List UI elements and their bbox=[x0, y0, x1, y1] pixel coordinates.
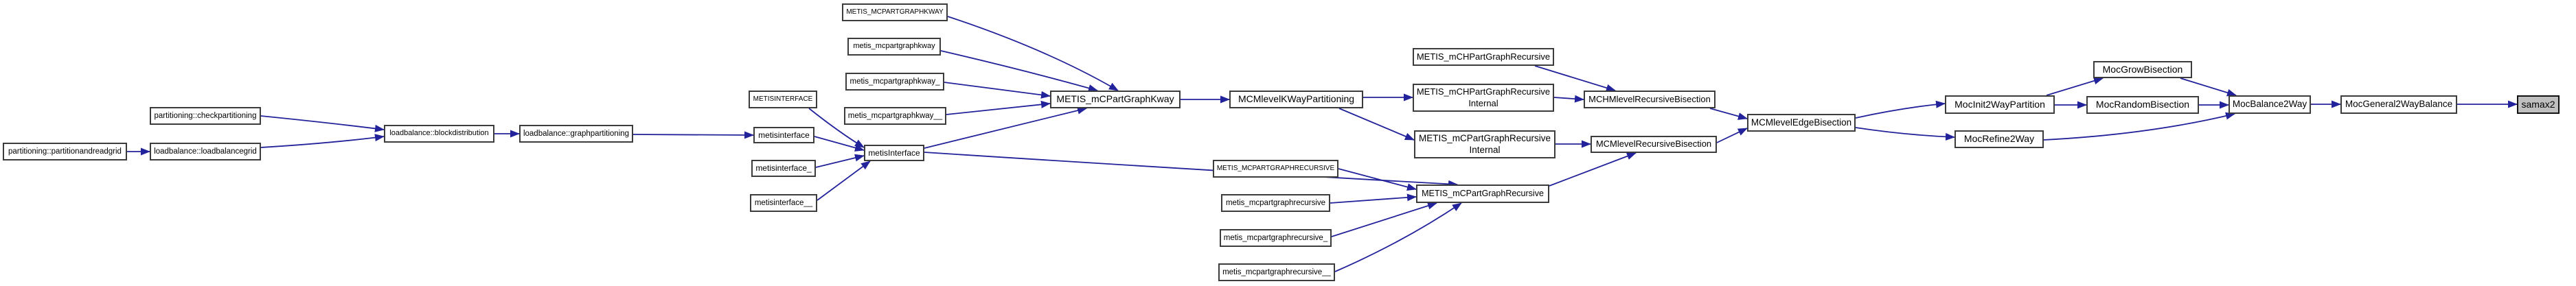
node-loadbalancegrid[interactable]: loadbalance::loadbalancegrid bbox=[150, 143, 261, 160]
edge-MCMlevelEdgeBisection-to-MocInit2WayPartition bbox=[1855, 100, 1946, 119]
node-label: MCHMlevelRecursiveBisection bbox=[1588, 93, 1711, 104]
node-label: loadbalance::blockdistribution bbox=[389, 129, 489, 138]
node-label: METIS_mCPartGraphRecursive bbox=[1418, 132, 1551, 143]
edge-METIS_mCHPartGraphRecursiveInternal-to-MCHMlevelRecursiveBisection bbox=[1553, 95, 1584, 103]
edge-METIS_mCHPartGraphRecursive-to-MCHMlevelRecursiveBisection bbox=[1534, 65, 1616, 92]
edge-metisinterface__-to-metisInterface bbox=[817, 160, 871, 201]
node-label: MocRefine2Way bbox=[1963, 133, 2035, 145]
node-MCMlevelRecursiveBisection[interactable]: MCMlevelRecursiveBisection bbox=[1591, 136, 1717, 153]
node-label: MocRandomBisection bbox=[2095, 99, 2190, 110]
edge-metis_mcpartgraphrecursive__-to-METIS_mCPartGraphRecursive bbox=[1334, 202, 1462, 272]
node-METIS_MCPARTGRAPHRECURSIVE[interactable]: METIS_MCPARTGRAPHRECURSIVE bbox=[1213, 160, 1338, 178]
node-partitionandreadgrid[interactable]: partitioning::partitionandreadgrid bbox=[3, 143, 127, 160]
node-MocGrowBisection[interactable]: MocGrowBisection bbox=[2093, 61, 2192, 78]
node-label: samax2 bbox=[2521, 98, 2555, 110]
node-label: partitioning::checkpartitioning bbox=[154, 111, 257, 120]
node-label: MocBalance2Way bbox=[2232, 99, 2307, 110]
node-METIS_mCPartGraphKway[interactable]: METIS_mCPartGraphKway bbox=[1050, 91, 1181, 108]
node-metis_mcpartgraphkway__[interactable]: metis_mcpartgraphkway__ bbox=[844, 107, 946, 125]
node-label: metis_mcpartgraphkway__ bbox=[847, 111, 943, 120]
edge-METIS_MCPARTGRAPHKWAY-to-METIS_mCPartGraphKway bbox=[947, 16, 1119, 91]
edge-metisinterface-to-metisInterface bbox=[814, 136, 865, 152]
edge-checkpartitioning-to-blockdistribution bbox=[260, 115, 385, 132]
node-metisInterface[interactable]: metisInterface bbox=[864, 145, 924, 161]
node-metis_mcpartgraphkway[interactable]: metis_mcpartgraphkway bbox=[847, 38, 941, 56]
node-metis_mcpartgraphkway_[interactable]: metis_mcpartgraphkway_ bbox=[845, 73, 944, 91]
node-label: METIS_mCHPartGraphRecursive bbox=[1416, 51, 1551, 62]
node-label: METIS_mCPartGraphRecursive bbox=[1422, 188, 1544, 198]
edge-METIS_MCPARTGRAPHRECURSIVE-to-METIS_mCPartGraphRecursive bbox=[1338, 168, 1417, 191]
node-metis_mcpartgraphrecursive[interactable]: metis_mcpartgraphrecursive bbox=[1221, 194, 1330, 212]
edge-metis_mcpartgraphkway_-to-METIS_mCPartGraphKway bbox=[944, 82, 1051, 99]
node-label: partitioning::partitionandreadgrid bbox=[8, 147, 122, 156]
node-MCMlevelKWayPartitioning[interactable]: MCMlevelKWayPartitioning bbox=[1229, 91, 1363, 108]
node-METISINTERFACE[interactable]: METISINTERFACE bbox=[749, 91, 817, 108]
edge-METIS_mCPartGraphRecursive-to-MCMlevelRecursiveBisection bbox=[1549, 152, 1637, 187]
node-label-line2: Internal bbox=[1468, 97, 1498, 108]
node-METIS_mCPartGraphRecursive[interactable]: METIS_mCPartGraphRecursive bbox=[1416, 184, 1549, 203]
node-metis_mcpartgraphrecursive__[interactable]: metis_mcpartgraphrecursive__ bbox=[1218, 263, 1335, 281]
node-metis_mcpartgraphrecursive_[interactable]: metis_mcpartgraphrecursive_ bbox=[1220, 229, 1332, 247]
node-label: METIS_MCPARTGRAPHRECURSIVE bbox=[1216, 164, 1335, 172]
node-label: METIS_mCHPartGraphRecursive bbox=[1416, 86, 1551, 97]
edge-MCMlevelKWayPartitioning-to-METIS_mCPartGraphRecursiveInternal bbox=[1338, 108, 1415, 141]
edge-metis_mcpartgraphrecursive_-to-METIS_mCPartGraphRecursive bbox=[1331, 202, 1437, 237]
edge-metis_mcpartgraphkway-to-METIS_mCPartGraphKway bbox=[940, 50, 1098, 92]
node-label: MCMlevelEdgeBisection bbox=[1751, 117, 1852, 128]
node-label: METIS_mCPartGraphKway bbox=[1056, 93, 1174, 105]
node-checkpartitioning[interactable]: partitioning::checkpartitioning bbox=[150, 107, 261, 125]
edge-MocRefine2Way-to-MocBalance2Way bbox=[2043, 112, 2235, 141]
node-label: MocGeneral2WayBalance bbox=[2345, 99, 2453, 110]
node-MCMlevelEdgeBisection[interactable]: MCMlevelEdgeBisection bbox=[1747, 114, 1856, 132]
node-MocInit2WayPartition[interactable]: MocInit2WayPartition bbox=[1945, 95, 2055, 114]
node-graphpartitioning[interactable]: loadbalance::graphpartitioning bbox=[519, 125, 633, 143]
edge-metisInterface-to-METIS_mCPartGraphKway bbox=[924, 106, 1087, 149]
node-label: METISINTERFACE bbox=[753, 95, 813, 103]
node-label-line2: Internal bbox=[1469, 144, 1501, 155]
node-label: metis_mcpartgraphrecursive_ bbox=[1223, 233, 1328, 242]
node-label: metisinterface bbox=[758, 130, 810, 140]
node-label: metisinterface__ bbox=[754, 198, 813, 207]
node-label: metis_mcpartgraphkway bbox=[853, 42, 935, 51]
node-METIS_MCPARTGRAPHKWAY[interactable]: METIS_MCPARTGRAPHKWAY bbox=[842, 3, 948, 21]
node-label: loadbalance::graphpartitioning bbox=[523, 129, 630, 138]
node-MocRefine2Way[interactable]: MocRefine2Way bbox=[1954, 130, 2044, 148]
node-label: MocInit2WayPartition bbox=[1954, 98, 2045, 110]
edge-metis_mcpartgraphkway__-to-METIS_mCPartGraphKway bbox=[946, 100, 1051, 115]
node-MocBalance2Way[interactable]: MocBalance2Way bbox=[2229, 95, 2311, 114]
node-metisinterface__[interactable]: metisinterface__ bbox=[750, 194, 817, 212]
node-MocGeneral2WayBalance[interactable]: MocGeneral2WayBalance bbox=[2340, 95, 2457, 114]
edge-MCMlevelEdgeBisection-to-MocRefine2Way bbox=[1855, 127, 1955, 141]
edge-loadbalancegrid-to-blockdistribution bbox=[260, 134, 385, 148]
node-label: metis_mcpartgraphrecursive__ bbox=[1222, 267, 1331, 276]
edge-MocInit2WayPartition-to-MocGrowBisection bbox=[2046, 77, 2104, 96]
node-label: metisinterface_ bbox=[755, 163, 812, 173]
node-label: metis_mcpartgraphrecursive bbox=[1225, 198, 1326, 207]
node-samax2: samax2 bbox=[2517, 95, 2560, 114]
node-label: MCMlevelRecursiveBisection bbox=[1595, 139, 1712, 150]
edge-MCHMlevelRecursiveBisection-to-MCMlevelEdgeBisection bbox=[1709, 108, 1748, 120]
edge-graphpartitioning-to-metisinterface bbox=[632, 131, 754, 139]
node-metisinterface_[interactable]: metisinterface_ bbox=[751, 160, 816, 177]
node-label: loadbalance::loadbalancegrid bbox=[154, 147, 257, 156]
node-blockdistribution[interactable]: loadbalance::blockdistribution bbox=[384, 125, 494, 143]
node-MCHMlevelRecursiveBisection[interactable]: MCHMlevelRecursiveBisection bbox=[1584, 91, 1716, 108]
node-label: METIS_MCPARTGRAPHKWAY bbox=[846, 8, 944, 16]
edge-MocGrowBisection-to-MocBalance2Way bbox=[2180, 78, 2237, 97]
node-label: MCMlevelKWayPartitioning bbox=[1238, 93, 1355, 105]
node-label: metisInterface bbox=[868, 147, 920, 158]
node-label: MocGrowBisection bbox=[2102, 63, 2183, 75]
node-label: metis_mcpartgraphkway_ bbox=[850, 77, 940, 86]
edge-MCMlevelRecursiveBisection-to-MCMlevelEdgeBisection bbox=[1716, 128, 1748, 143]
node-MocRandomBisection[interactable]: MocRandomBisection bbox=[2086, 96, 2199, 114]
edge-metisinterface_-to-metisInterface bbox=[815, 154, 865, 168]
edge-metis_mcpartgraphrecursive-to-METIS_mCPartGraphRecursive bbox=[1330, 193, 1417, 204]
node-metisinterface[interactable]: metisinterface bbox=[753, 127, 814, 143]
node-METIS_mCHPartGraphRecursive[interactable]: METIS_mCHPartGraphRecursive bbox=[1413, 48, 1554, 66]
